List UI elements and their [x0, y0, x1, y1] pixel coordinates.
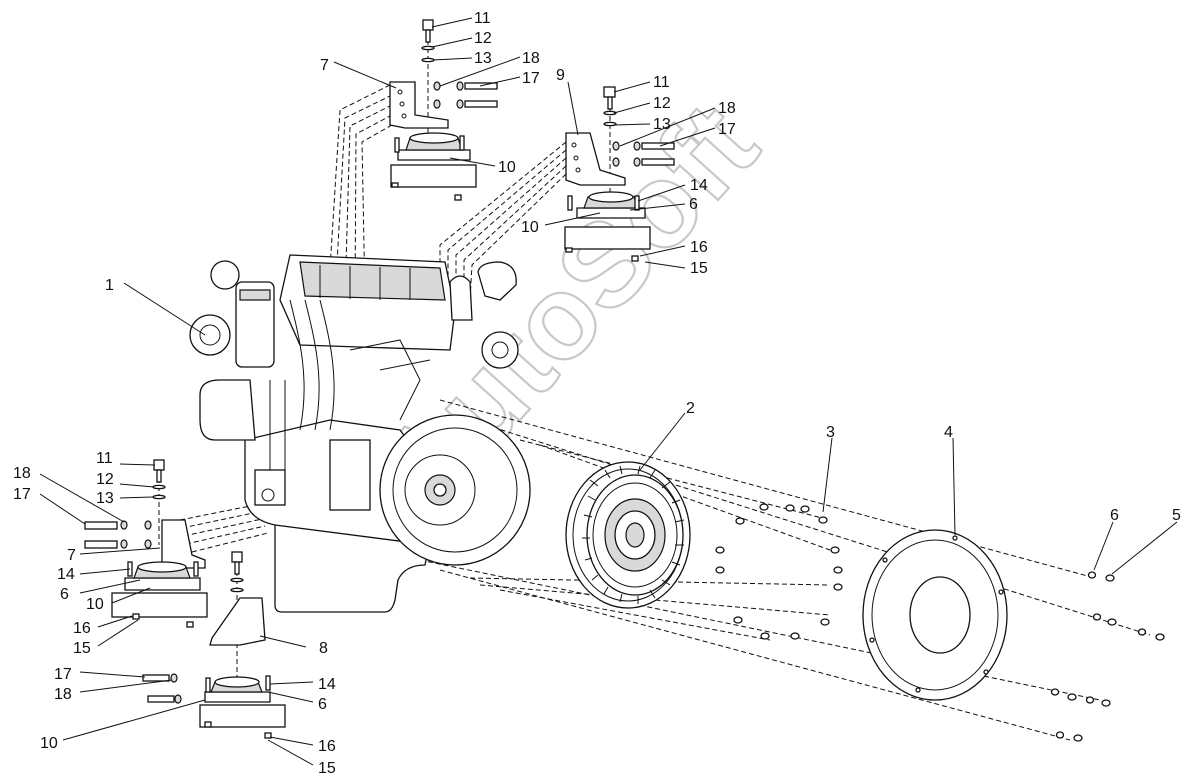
callout-7-left: 7	[67, 547, 76, 564]
top-left-engine-mount	[389, 19, 498, 201]
callout-12-top-right: 12	[653, 95, 671, 112]
washer-13-top-right	[603, 121, 617, 127]
bolts-17-nuts-18-left	[84, 520, 152, 549]
callout-15-bottom: 15	[318, 760, 336, 777]
rubber-cushion-10-top-right	[564, 191, 651, 262]
callout-13-left: 13	[96, 490, 114, 507]
callout-16-top-right: 16	[690, 239, 708, 256]
callout-3: 3	[826, 424, 835, 441]
alignment-lines-flywheel-housing	[419, 399, 1151, 741]
alignment-lines-left-mount	[179, 504, 269, 553]
callout-15-top-right: 15	[690, 260, 708, 277]
mount-bracket-9	[565, 132, 626, 186]
bottom-engine-mount	[142, 551, 286, 739]
flywheel-housing-cover	[862, 529, 1008, 701]
bolt-11-top-left	[422, 19, 434, 43]
washer-12-left	[152, 484, 166, 490]
washer-13-left	[152, 494, 166, 500]
washer-12-bottom	[230, 577, 244, 583]
callout-18-top-left: 18	[522, 50, 540, 67]
bolts-17-nuts-18-top-left	[433, 81, 498, 109]
mount-bracket-7-left	[161, 519, 206, 569]
callout-labels: 1 2 3 4 5 6 6 6 6 7 7 8 9 10 10 10 10 11…	[13, 10, 1181, 777]
callout-5: 5	[1172, 507, 1181, 524]
small-bolts-3	[715, 503, 843, 640]
top-right-engine-mount	[564, 86, 675, 262]
callout-6-top-right: 6	[689, 196, 698, 213]
callout-10-left: 10	[86, 596, 104, 613]
callout-10-top-right: 10	[521, 219, 539, 236]
callout-16-bottom: 16	[318, 738, 336, 755]
callout-17-top-left: 17	[522, 70, 540, 87]
mount-bracket-8	[209, 597, 266, 646]
callout-11-left: 11	[96, 450, 113, 467]
callout-14-left: 14	[57, 566, 75, 583]
alignment-lines-top-left-mount	[327, 84, 393, 301]
washer-12-top-right	[603, 110, 617, 116]
mount-bracket-7-top	[389, 81, 449, 129]
rubber-cushion-10-bottom	[199, 675, 286, 739]
callout-18-top-right: 18	[718, 100, 736, 117]
callout-9: 9	[556, 67, 565, 84]
leader-lines	[39, 17, 1178, 766]
bolt-11-left	[153, 459, 165, 483]
washer-13-top-left	[421, 57, 435, 63]
callout-18-bottom: 18	[54, 686, 72, 703]
callout-16-left: 16	[73, 620, 91, 637]
callout-1: 1	[105, 277, 114, 294]
callout-6-left: 6	[60, 586, 69, 603]
callout-15-left: 15	[73, 640, 91, 657]
callout-7-top: 7	[320, 57, 329, 74]
rubber-cushion-10-left	[111, 561, 208, 628]
washer-12-top-left	[421, 45, 435, 51]
bolt-11-bottom	[231, 551, 243, 575]
callout-12-left: 12	[96, 471, 114, 488]
callout-4: 4	[944, 424, 953, 441]
callout-10-top-left: 10	[498, 159, 516, 176]
callout-13-top-left: 13	[474, 50, 492, 67]
callout-11-top-left: 11	[474, 10, 491, 27]
callout-14-top-right: 14	[690, 177, 708, 194]
callout-10-bottom: 10	[40, 735, 58, 752]
bolts-17-nuts-18-bottom	[142, 673, 182, 704]
callout-18-left: 18	[13, 465, 31, 482]
callout-17-bottom: 17	[54, 666, 72, 683]
engine-assembly	[189, 254, 531, 613]
callout-11-top-right: 11	[653, 74, 670, 91]
callout-12-top-left: 12	[474, 30, 492, 47]
callout-6-bottom: 6	[318, 696, 327, 713]
flywheel-assembly	[565, 461, 691, 609]
small-bolts-5-6	[1050, 571, 1165, 742]
callout-13-top-right: 13	[653, 116, 671, 133]
callout-17-left: 17	[13, 486, 31, 503]
callout-14-bottom: 14	[318, 676, 336, 693]
bolts-17-nuts-18-top-right	[612, 141, 675, 167]
washer-13-bottom	[230, 587, 244, 593]
callout-6-cover: 6	[1110, 507, 1119, 524]
callout-17-top-right: 17	[718, 121, 736, 138]
bolt-11-top-right	[603, 86, 616, 110]
callout-2: 2	[686, 400, 695, 417]
rubber-cushion-10-top-left	[390, 132, 477, 201]
callout-8: 8	[319, 640, 328, 657]
